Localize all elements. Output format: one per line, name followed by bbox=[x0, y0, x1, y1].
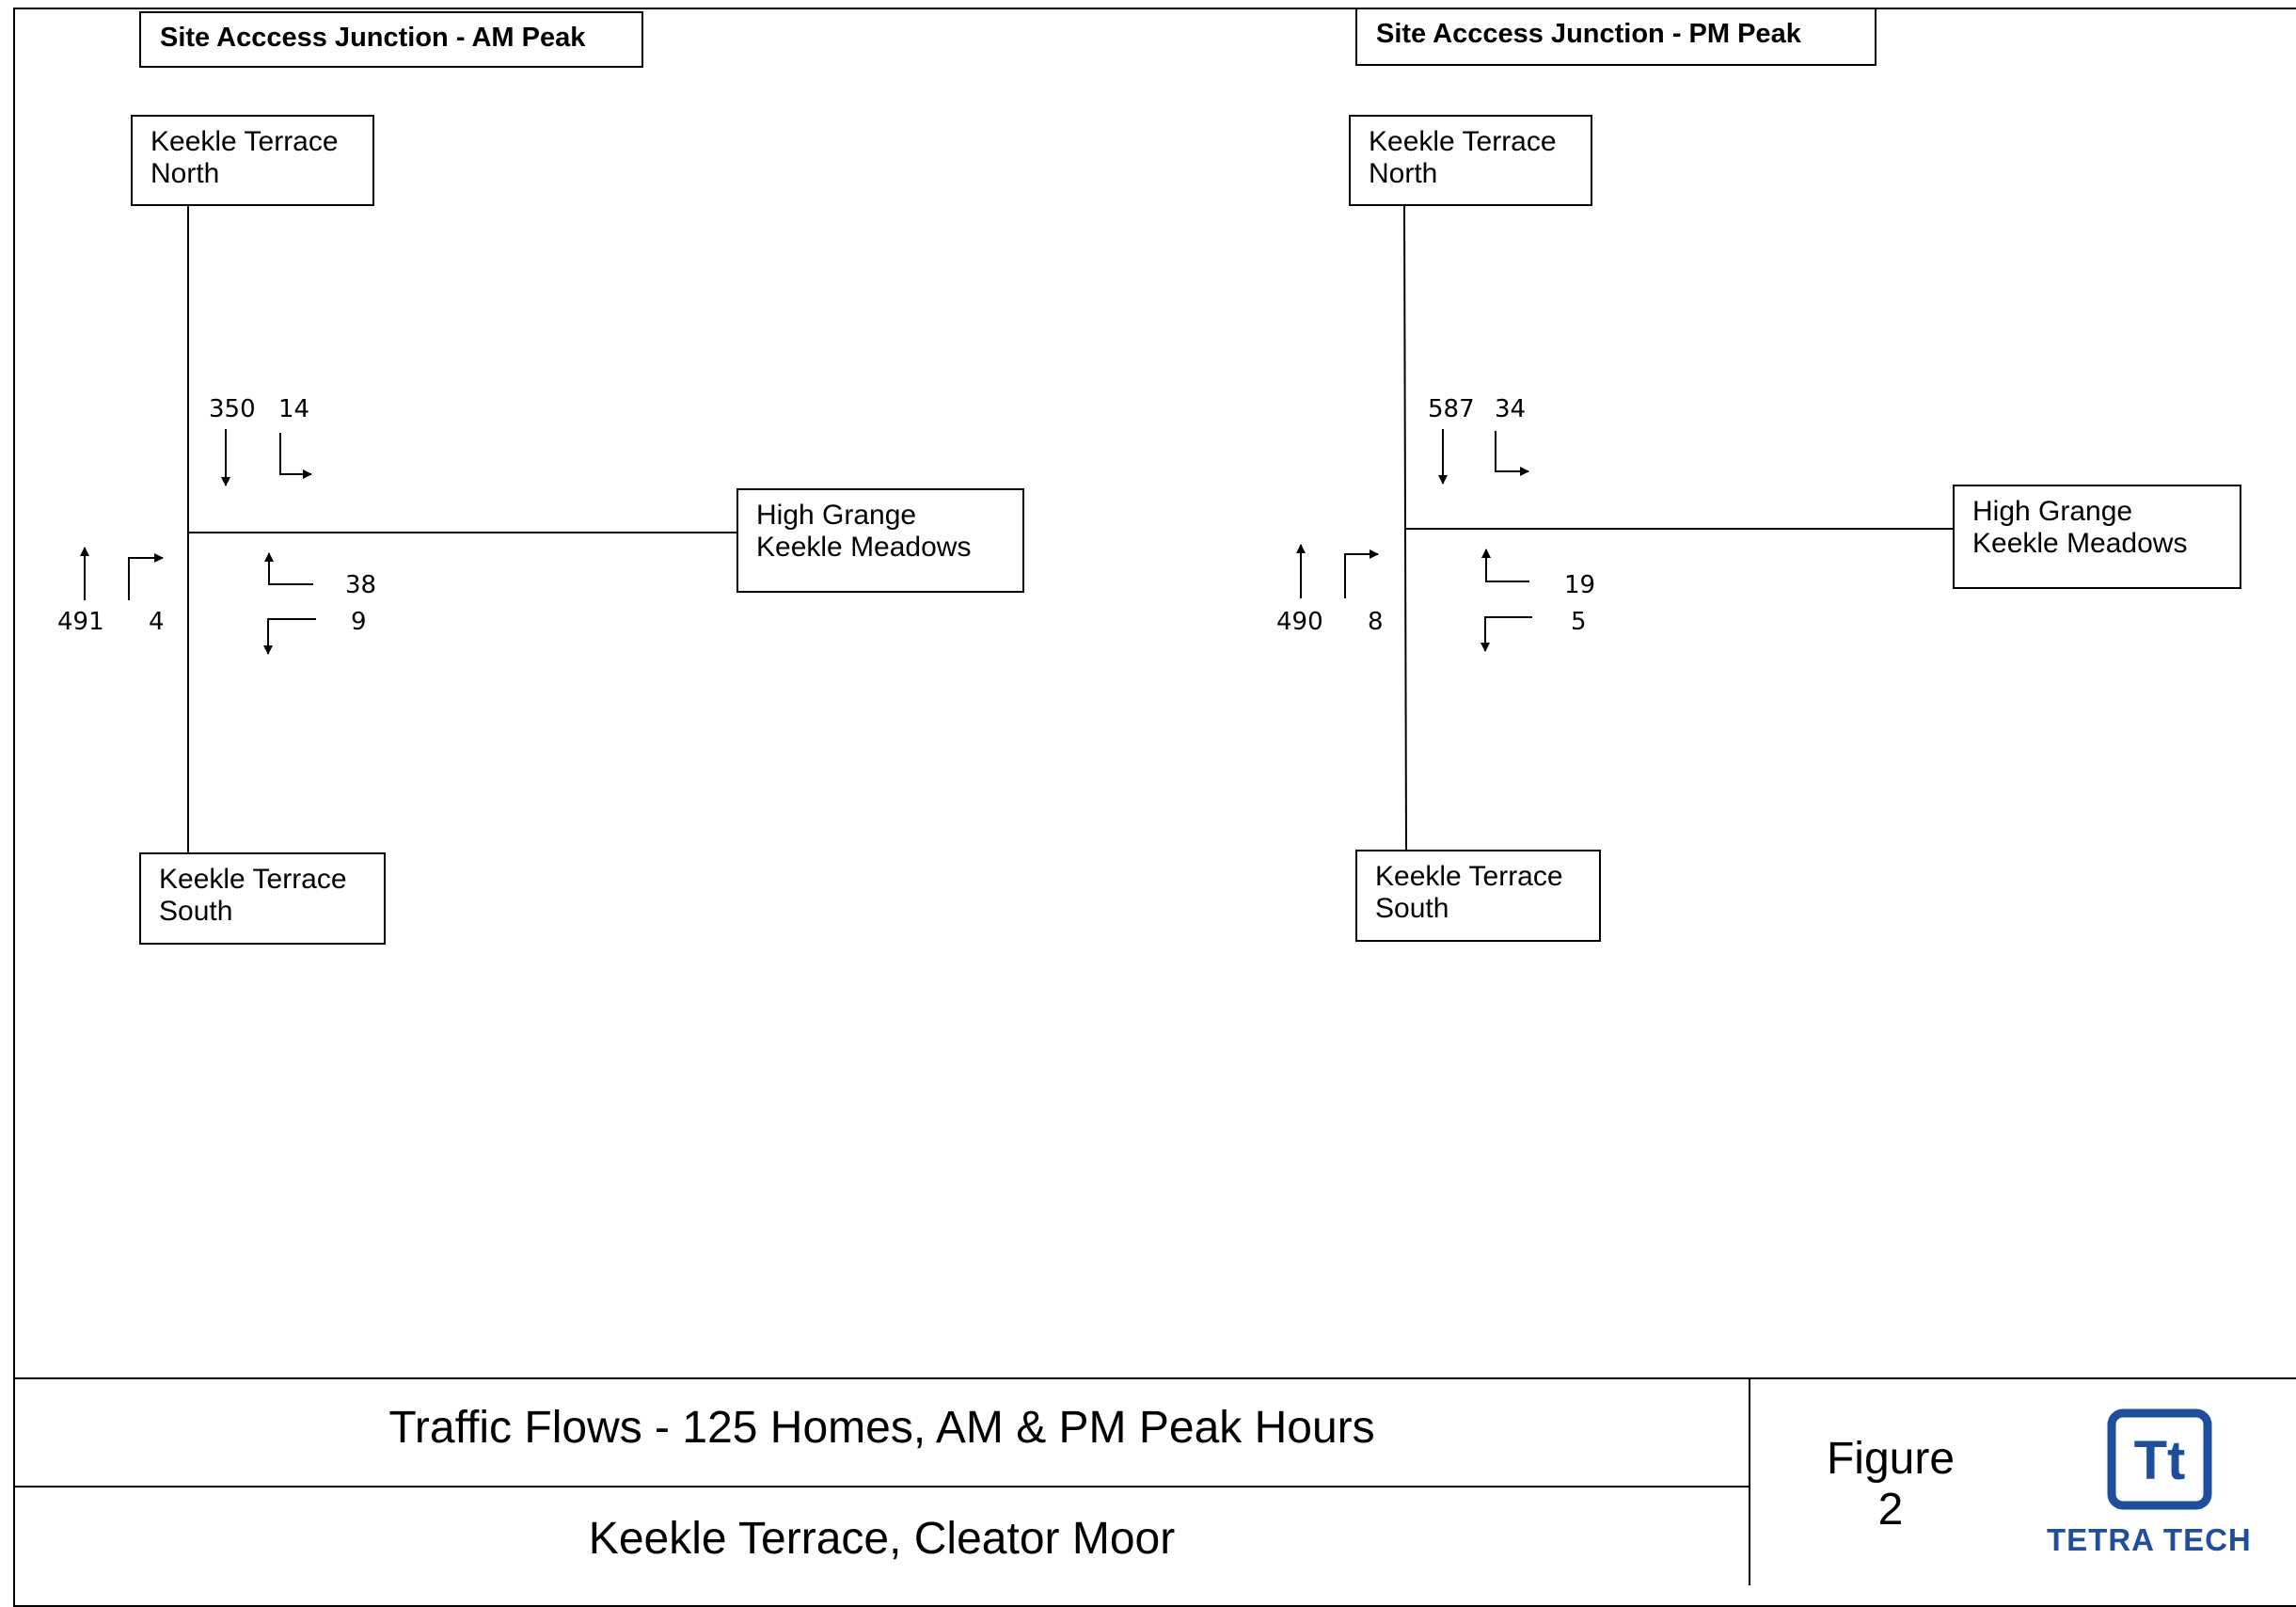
pm-major-road bbox=[1403, 204, 1407, 851]
pm-southbound-ahead-flow: 587 bbox=[1428, 395, 1475, 423]
pm-northbound-ahead-flow: 490 bbox=[1276, 608, 1323, 636]
pm-minor-left-out-flow: 19 bbox=[1564, 571, 1596, 599]
am-northbound-right-flow: 4 bbox=[149, 608, 165, 636]
logo-monogram: Tt bbox=[2134, 1430, 2186, 1491]
pm-northbound-right-flow: 8 bbox=[1368, 608, 1384, 636]
pm-minor-right-out-flow: 5 bbox=[1571, 608, 1587, 636]
am-minor-left-out-flow: 38 bbox=[345, 571, 377, 599]
pm-southbound-left-arrow bbox=[1495, 431, 1529, 476]
am-panel-title: Site Acccess Junction - AM Peak bbox=[139, 11, 643, 68]
am-northbound-ahead-flow: 491 bbox=[57, 608, 104, 636]
am-southbound-left-flow: 14 bbox=[278, 395, 310, 423]
footer-grid bbox=[14, 1377, 2296, 1585]
figure-location: Keekle Terrace, Cleator Moor bbox=[588, 1514, 1176, 1564]
logo-wordmark: TETRA TECH bbox=[2047, 1522, 2252, 1557]
pm-northbound-right-arrow bbox=[1344, 549, 1379, 598]
am-arrows bbox=[80, 429, 316, 655]
figure-title: Traffic Flows - 125 Homes, AM & PM Peak … bbox=[388, 1403, 1375, 1453]
am-minor-right-out-flow: 9 bbox=[351, 608, 367, 636]
am-minor-left-out-arrow bbox=[264, 552, 313, 585]
pm-minor-left-out-arrow bbox=[1481, 549, 1529, 582]
pm-southbound-left-flow: 34 bbox=[1495, 395, 1527, 423]
am-roads bbox=[187, 205, 736, 852]
figure-number: 2 bbox=[1877, 1485, 1904, 1535]
pm-panel-title: Site Acccess Junction - PM Peak bbox=[1355, 8, 1876, 66]
figure-label: Figure bbox=[1826, 1434, 1956, 1484]
am-minor-right-out-arrow bbox=[263, 618, 316, 655]
pm-minor-right-out-arrow bbox=[1481, 616, 1532, 652]
am-southbound-left-arrow bbox=[279, 433, 312, 479]
am-southbound-ahead-flow: 350 bbox=[209, 395, 256, 423]
pm-arrows bbox=[1296, 429, 1532, 652]
tetra-tech-logo-icon: Tt bbox=[2107, 1408, 2212, 1510]
figure-number-block: Figure 2 bbox=[1787, 1434, 1994, 1535]
pm-roads bbox=[1403, 204, 1954, 851]
am-northbound-right-arrow bbox=[128, 553, 164, 600]
